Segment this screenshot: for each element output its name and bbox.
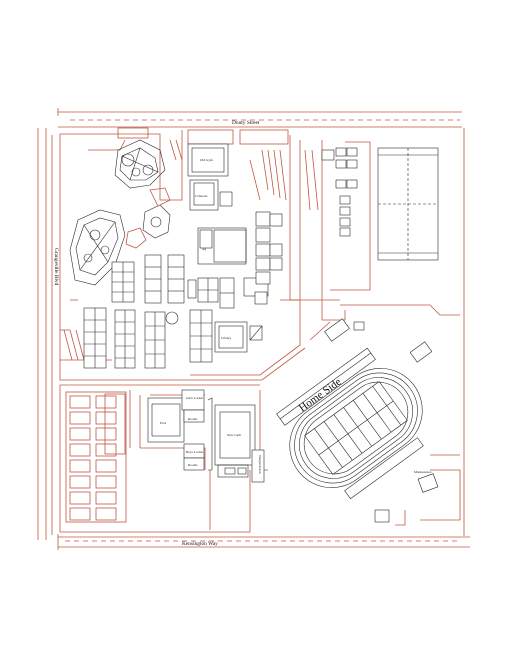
label-weight-room: Weight Room	[258, 455, 262, 474]
classroom-blocks	[83, 254, 269, 369]
label-girls-locker: Girls Locker	[186, 396, 204, 400]
label-maintenance: Maintenance	[414, 470, 432, 474]
street-label-north: Douty Street	[232, 120, 260, 126]
label-cafeteria: Cafeteria	[195, 194, 208, 198]
stadium	[276, 318, 439, 523]
label-new-gym: New Gym	[227, 433, 241, 437]
angled-parking-north	[249, 149, 319, 211]
ne-rooms	[321, 147, 358, 237]
street-label-west: Grangeville Blvd	[53, 248, 59, 286]
street-lines	[37, 108, 470, 550]
central-buildings	[187, 143, 283, 353]
practice-field	[377, 147, 439, 261]
library-complex	[114, 139, 166, 189]
street-label-south: Kensington Way	[182, 541, 218, 547]
label-rooms-upper: Rooms	[188, 417, 198, 421]
label-pool: Pool	[160, 421, 166, 425]
label-rooms-lower: Rooms	[188, 463, 198, 467]
pool-building	[147, 397, 185, 443]
weight-room-building	[251, 449, 265, 483]
label-ag: Ag	[202, 247, 206, 251]
new-gym-building	[214, 404, 256, 466]
old-gym-building	[187, 143, 229, 177]
tennis-courts	[65, 391, 127, 523]
label-library: Library	[221, 336, 231, 340]
angled-parking-west	[63, 139, 183, 361]
west-complex	[69, 187, 171, 286]
label-old-gym: Old Gym	[200, 158, 213, 162]
library-building	[214, 321, 248, 353]
label-boys-locker: Boys Locker	[186, 450, 204, 454]
campus-roads	[59, 127, 461, 533]
gym-pool-complex	[147, 389, 265, 483]
